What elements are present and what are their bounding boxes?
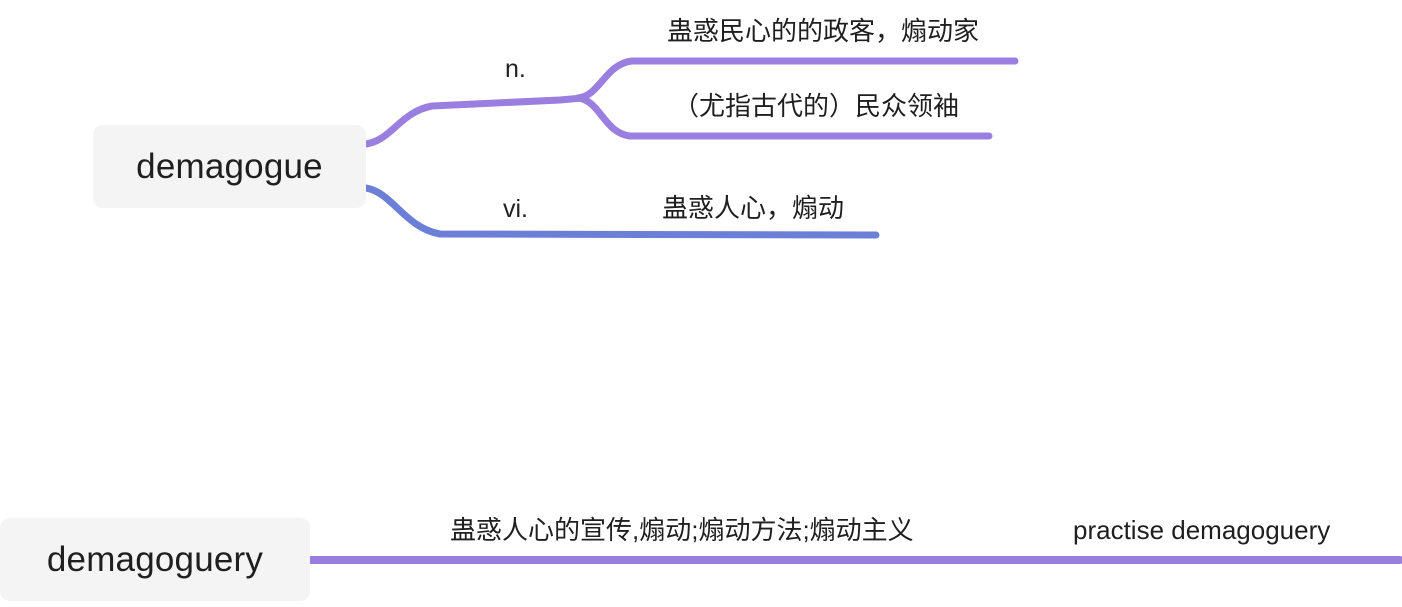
part-of-speech-label-noun[interactable]: n. [505, 55, 526, 83]
verb-sense-1-text[interactable]: 蛊惑人心，煽动 [662, 193, 845, 223]
demagoguery-example-text[interactable]: practise demagoguery [1073, 515, 1331, 545]
branch-line-noun-trunk [362, 94, 586, 148]
demagoguery-definition-text[interactable]: 蛊惑人心的宣传,煽动;煽动方法;煽动主义 [450, 515, 914, 545]
noun-sense-2-text[interactable]: （尤指古代的）民众领袖 [673, 91, 960, 121]
root-node-demagogue[interactable]: demagogue [93, 125, 366, 208]
root-node-demagoguery-label: demagoguery [46, 540, 264, 579]
root-node-demagogue-label: demagogue [136, 147, 323, 186]
noun-sense-1-text[interactable]: 蛊惑民心的的政客，煽动家 [667, 16, 980, 46]
root-node-demagoguery[interactable]: demagoguery [0, 518, 310, 601]
part-of-speech-label-verb[interactable]: vi. [503, 195, 528, 223]
